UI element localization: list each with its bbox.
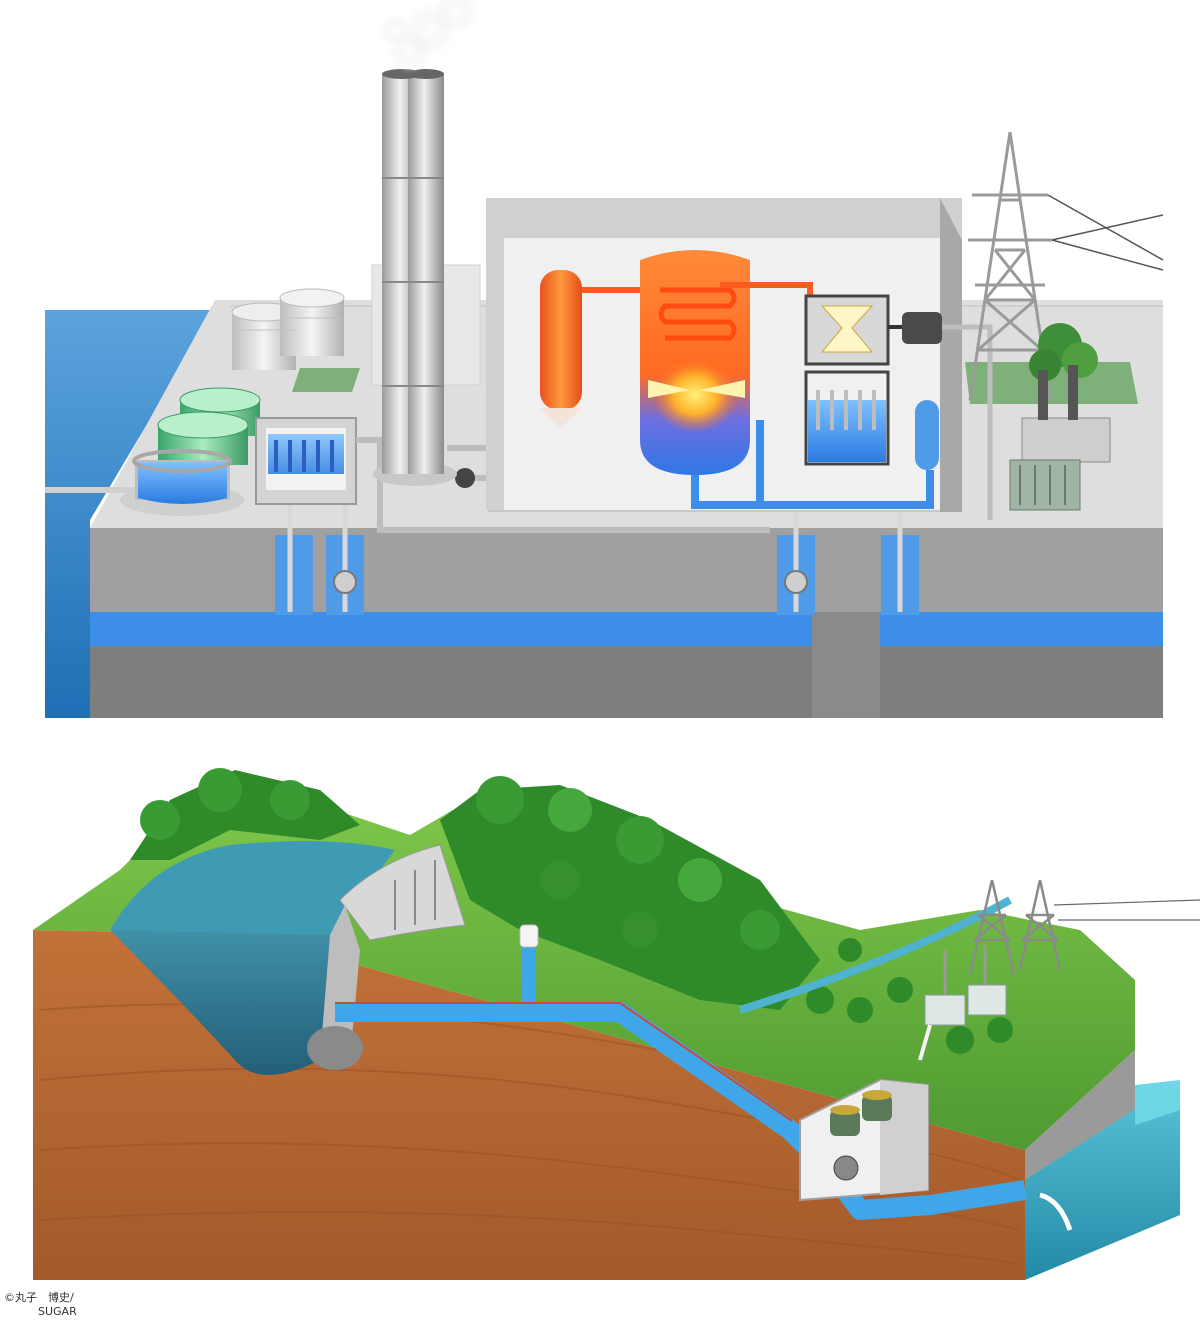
deaerator [915, 400, 939, 470]
turbine-icon [833, 1155, 859, 1181]
oil-tanks [231, 288, 345, 370]
outlet-spray [1039, 1192, 1073, 1231]
credit-text: ©丸子 博史/ SUGAR [4, 1291, 77, 1319]
ocean [45, 310, 215, 718]
lawn [292, 368, 360, 392]
chimney [373, 69, 457, 486]
lawn [965, 362, 1138, 404]
transformer [1009, 365, 1111, 511]
condenser [255, 417, 357, 505]
pump-icon [784, 570, 808, 594]
fuel-tanks [157, 387, 261, 465]
generators [830, 1090, 892, 1181]
dam [307, 844, 466, 1070]
pump-icon [333, 570, 357, 594]
credit-agency: SUGAR [38, 1305, 77, 1318]
steam-drum [540, 270, 582, 428]
hydro-plant-diagram [33, 768, 1200, 1280]
cooling-tank [804, 370, 890, 466]
underground-water-channel [90, 612, 812, 646]
thermal-plant-diagram [45, 0, 1164, 718]
turbine [804, 294, 890, 366]
forest [130, 768, 1013, 1054]
river-outlet [1025, 1080, 1180, 1280]
flame-icon [651, 357, 739, 433]
substation [918, 945, 1007, 1061]
generator [888, 312, 993, 520]
feedwater-pipe [691, 420, 934, 509]
smoke [379, 0, 477, 74]
intake-pool [120, 449, 244, 516]
pump-icon [455, 468, 475, 488]
reservoir [110, 841, 395, 1075]
transmission-towers [968, 879, 1200, 976]
boiler [640, 250, 750, 475]
credit-author: ©丸子 博史/ [4, 1291, 74, 1304]
surge-tank [519, 924, 539, 1010]
intake-shaft [275, 535, 313, 615]
